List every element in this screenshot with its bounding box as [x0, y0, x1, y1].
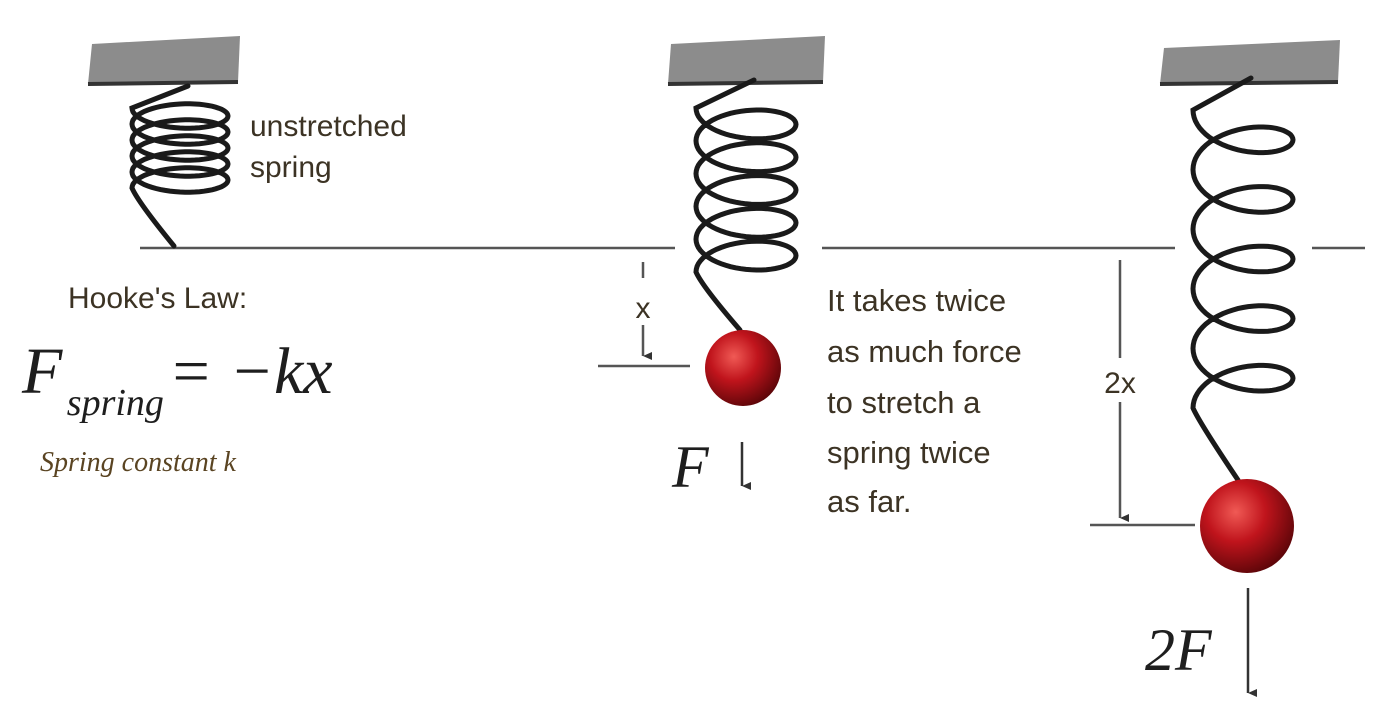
stretched-spring-2x [1190, 75, 1296, 483]
explanation-line: as much force [827, 334, 1022, 369]
hookes-law-heading: Hooke's Law: [68, 282, 247, 315]
spring-constant-caption: Spring constant k [40, 447, 237, 478]
stretched-spring-x [693, 77, 799, 333]
force-2F-label: 2F [1145, 617, 1213, 683]
hookes-law-formula: F spring = −kx [21, 335, 333, 424]
explanation-line: spring twice [827, 435, 991, 470]
explanation-line: to stretch a [827, 385, 981, 420]
ceiling-support-3 [1160, 40, 1340, 84]
ceiling-edge-3 [1159, 80, 1339, 86]
x-label: x [636, 292, 651, 325]
explanation-line: It takes twice [827, 283, 1006, 318]
mass-ball-2 [1200, 479, 1294, 573]
ceiling-support-1 [88, 36, 240, 84]
unstretched-spring [129, 83, 231, 249]
force-F-label: F [671, 434, 710, 500]
explanation-line: as far. [827, 484, 911, 519]
explanation-text: It takes twice as much force to stretch … [827, 283, 1030, 519]
ceiling-support-2 [668, 36, 825, 84]
2x-label: 2x [1104, 367, 1136, 400]
mass-ball-1 [705, 330, 781, 406]
ceiling-edge-1 [87, 80, 239, 86]
unstretched-label: unstretched spring [250, 110, 415, 184]
